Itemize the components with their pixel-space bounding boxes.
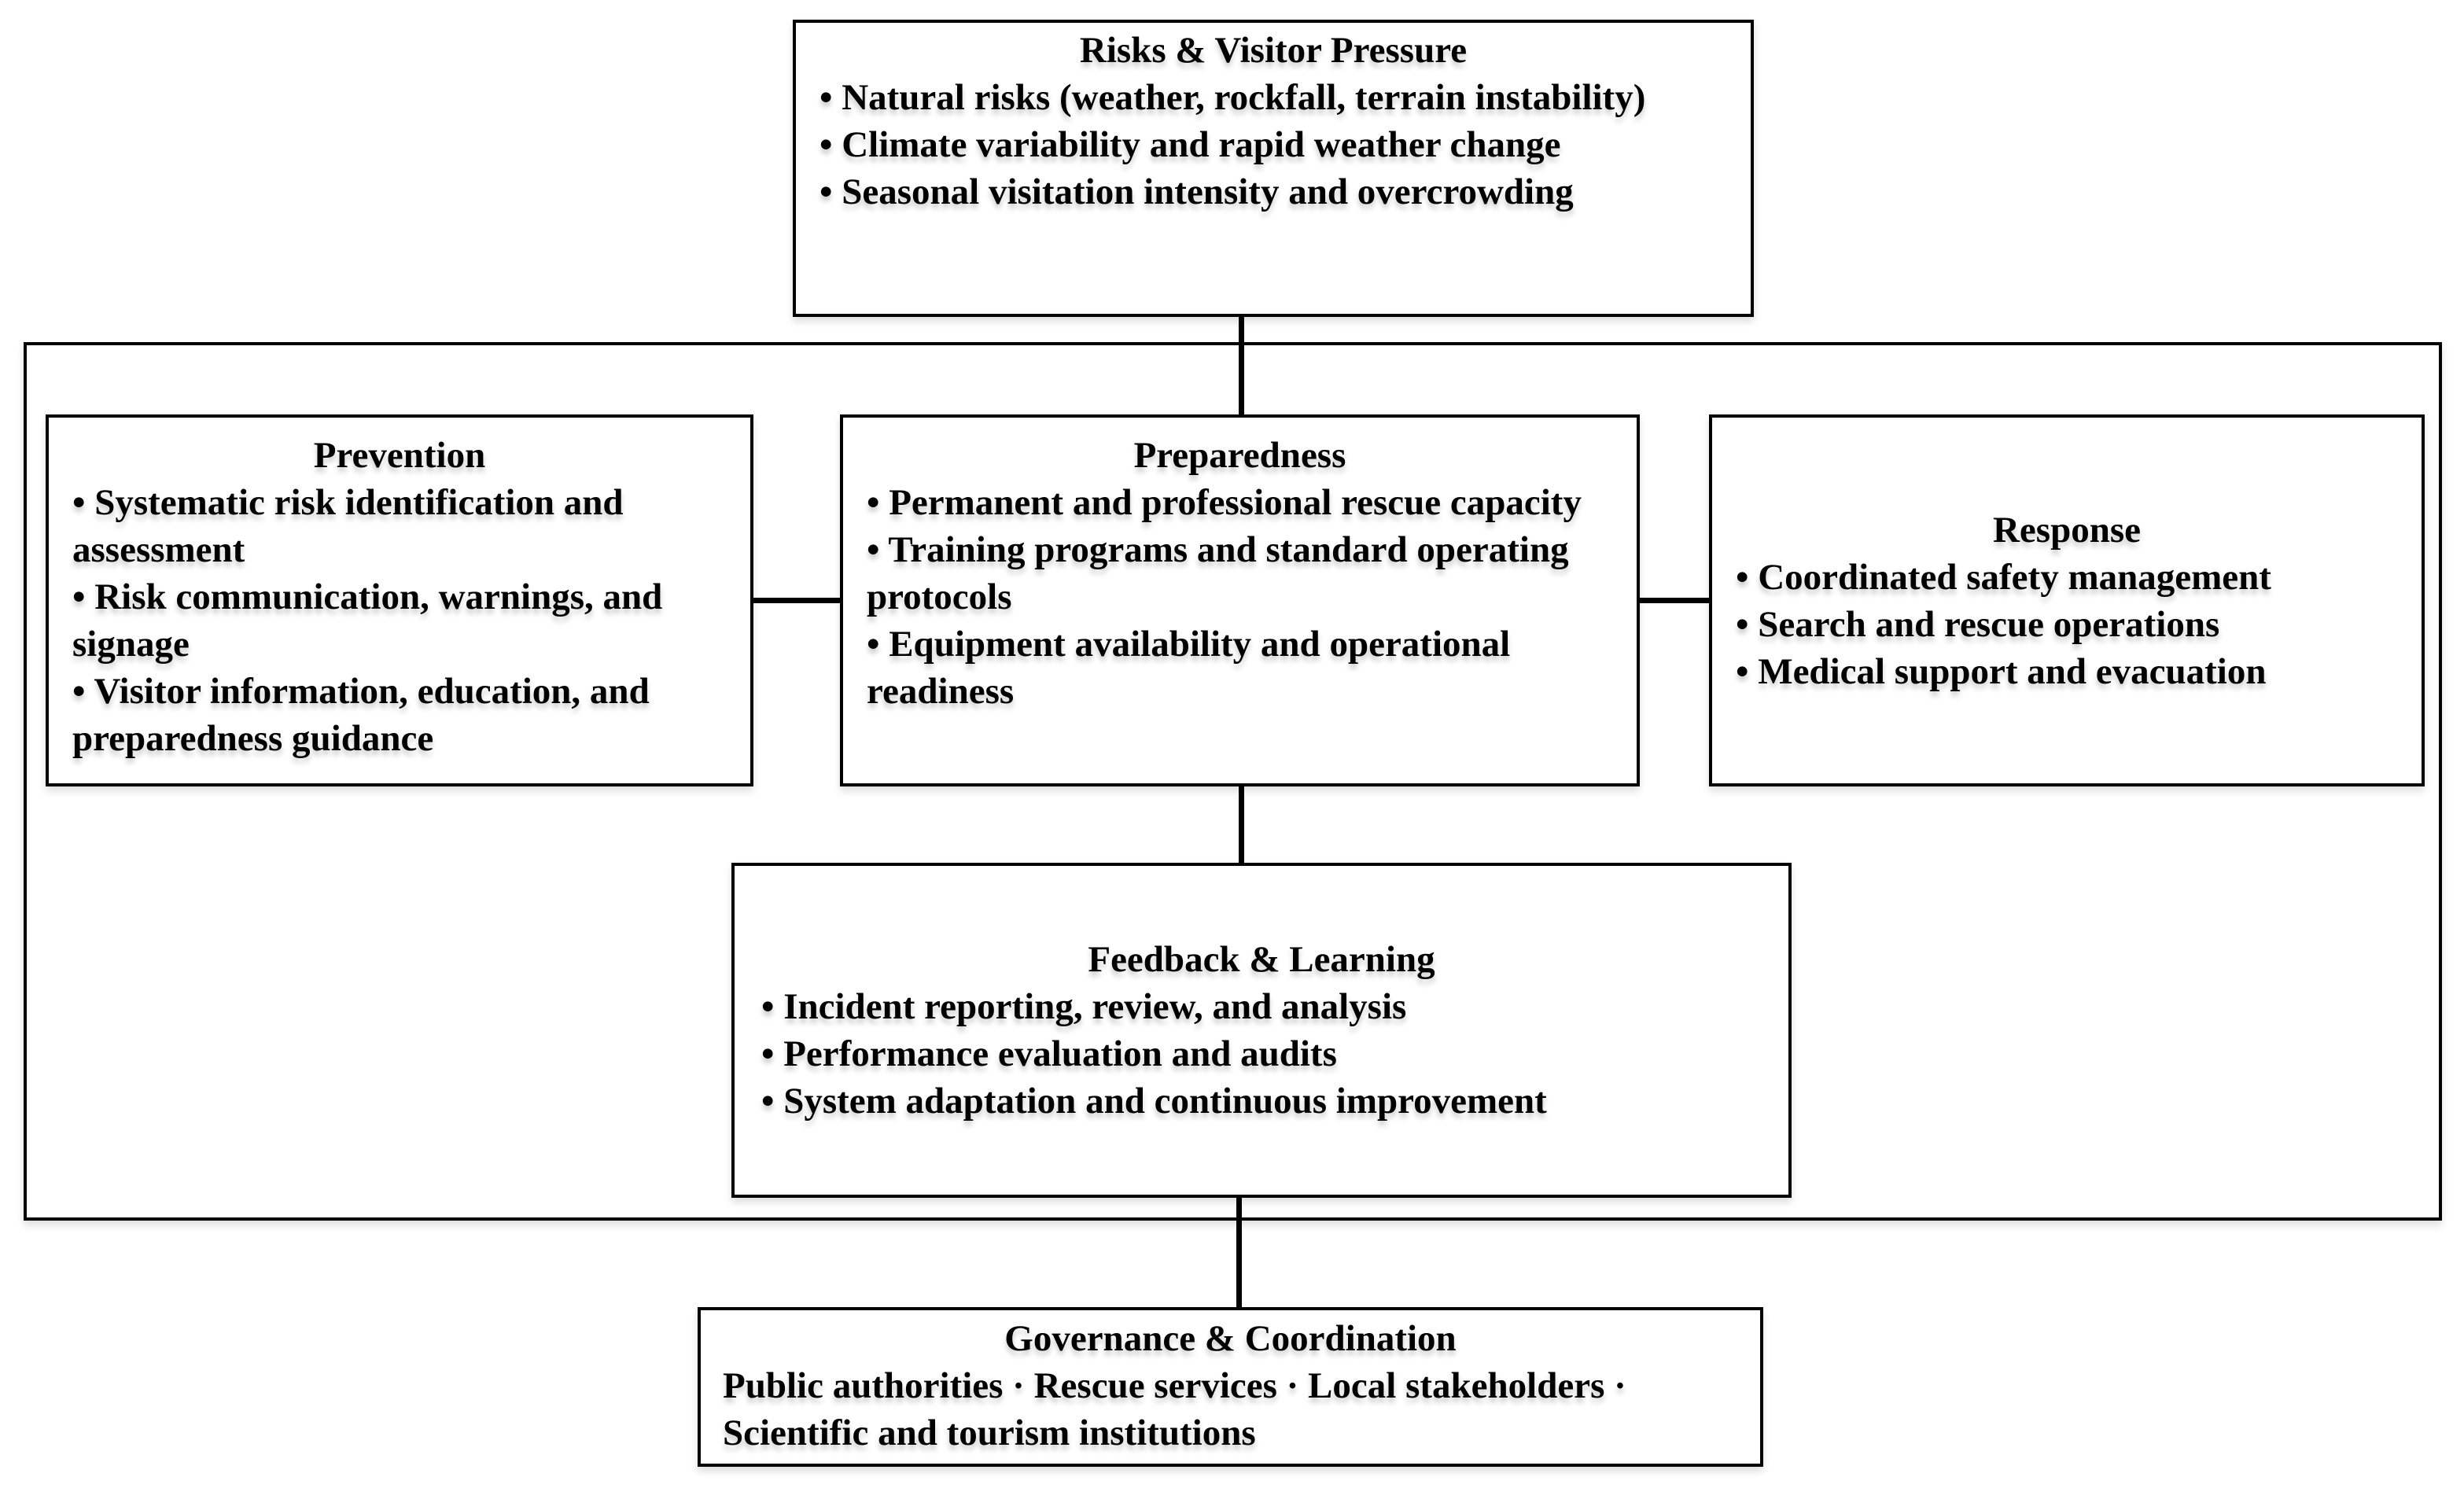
bullet-item: • Coordinated safety management [1736, 556, 2271, 598]
bullet-item: • Training programs and standard operati… [867, 529, 1569, 617]
preparedness-title: Preparedness [1133, 435, 1346, 476]
bullet-item: • Medical support and evacuation [1736, 650, 2267, 692]
bullet-item: • Risk communication, warnings, and sign… [72, 576, 663, 665]
bullet-item: • Permanent and professional rescue capa… [867, 482, 1582, 523]
prevention-box: Prevention • Systematic risk identificat… [46, 414, 753, 786]
bullet-item: • Seasonal visitation intensity and over… [819, 171, 1574, 212]
bullet-item: • Incident reporting, review, and analys… [761, 986, 1407, 1027]
feedback-box: Feedback & Learning • Incident reporting… [731, 863, 1792, 1198]
preparedness-box: Preparedness • Permanent and professiona… [840, 414, 1640, 786]
bullet-item: • Search and rescue operations [1736, 603, 2220, 645]
bullet-item: • Natural risks (weather, rockfall, terr… [819, 77, 1646, 118]
bullet-item: • Climate variability and rapid weather … [819, 124, 1561, 165]
connector-preparedness-to-response [1637, 598, 1712, 603]
connector-preparedness-to-feedback [1239, 783, 1244, 866]
governance-stakeholders-text: Public authorities · Rescue services · L… [723, 1365, 1626, 1453]
bullet-item: • Visitor information, education, and pr… [72, 671, 650, 759]
governance-box: Governance & Coordination Public authori… [698, 1307, 1763, 1467]
bullet-item: • Systematic risk identification and ass… [72, 482, 624, 570]
risks-title: Risks & Visitor Pressure [1079, 30, 1468, 71]
connector-prevention-to-preparedness [752, 598, 843, 603]
response-box: Response • Coordinated safety management… [1709, 414, 2425, 786]
risks-box: Risks & Visitor Pressure • Natural risks… [793, 20, 1754, 317]
connector-risks-to-preparedness [1239, 315, 1244, 418]
management-cycle-container-box [24, 342, 2442, 1221]
governance-title: Governance & Coordination [1004, 1318, 1457, 1359]
response-title: Response [1992, 509, 2142, 551]
feedback-title: Feedback & Learning [1088, 939, 1435, 980]
bullet-item: • Equipment availability and operational… [867, 624, 1511, 712]
bullet-item: • System adaptation and continuous impro… [761, 1081, 1547, 1122]
bullet-item: • Performance evaluation and audits [761, 1033, 1337, 1074]
prevention-title: Prevention [313, 435, 486, 476]
connector-feedback-to-governance [1236, 1195, 1242, 1310]
